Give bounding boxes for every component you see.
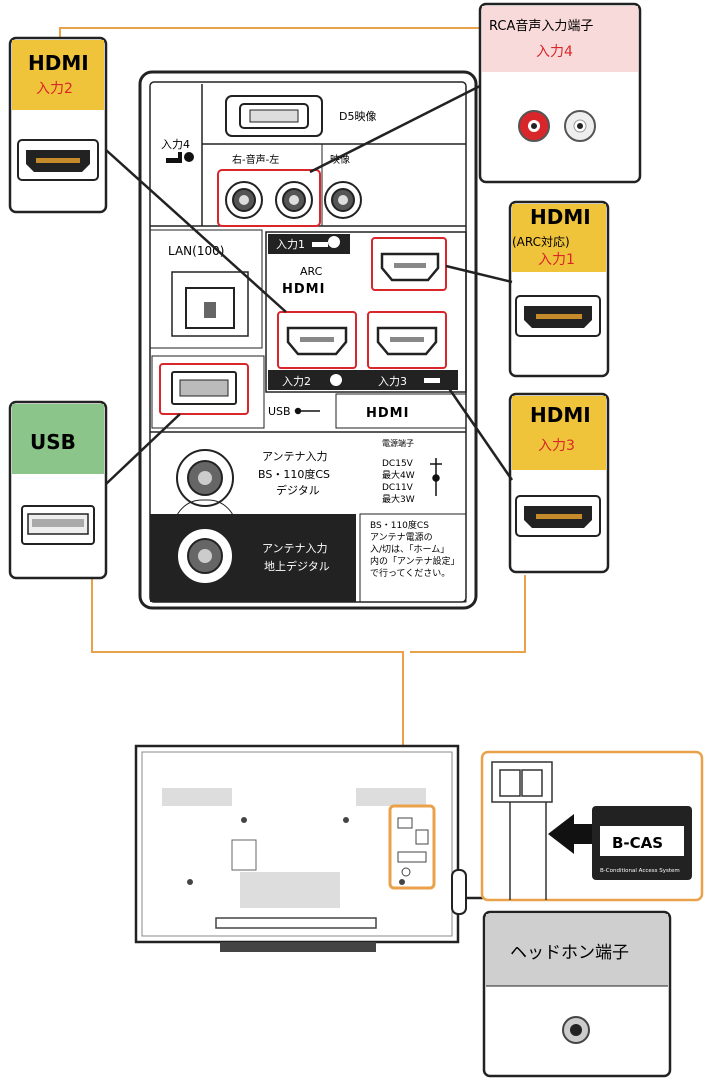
- usb-symbol-icon: [294, 407, 320, 415]
- callout-headphone: [482, 910, 672, 1078]
- input4-label: 入力4: [161, 138, 190, 151]
- antenna-bs-text-1: アンテナ入力: [262, 450, 328, 463]
- insert-arrow-icon: [548, 814, 594, 854]
- callout-usb: [8, 400, 108, 580]
- callout-hdmi1-paren: (ARC対応): [512, 235, 570, 249]
- antenna-bs-text-2: BS・110度CS: [258, 467, 330, 481]
- input1-label: 入力1: [276, 238, 305, 251]
- note-text-3: 入/切は、「ホーム」: [370, 544, 449, 555]
- note-text-1: BS・110度CS: [370, 519, 429, 531]
- power-text-1: 電源端子: [382, 438, 414, 448]
- callout-hdmi3: [508, 392, 610, 574]
- connector-lines: [105, 84, 514, 900]
- hdmi-logo-2: HDMI: [366, 406, 409, 421]
- hdmi3-port: [376, 326, 438, 356]
- plug-icon: [424, 378, 440, 383]
- plug-icon: [312, 236, 340, 248]
- callout-headphone-title: ヘッドホン端子: [510, 943, 629, 963]
- callout-rca-title: RCA音声入力端子: [489, 18, 593, 34]
- hdmi3-highlight: [367, 311, 447, 369]
- callout-usb-title: USB: [30, 430, 76, 454]
- hdmi1-highlight: [371, 237, 447, 291]
- audio-lr-label: 右-音声-左: [232, 153, 279, 166]
- usb-panel-label: USB: [268, 405, 291, 418]
- callout-hdmi1: [508, 200, 610, 378]
- callout-hdmi3-title: HDMI: [530, 403, 591, 427]
- power-text-3: 最大4W: [382, 469, 415, 481]
- power-text-5: 最大3W: [382, 493, 415, 505]
- d5-video-port: [225, 95, 323, 137]
- antenna-terrestrial-connector: [176, 527, 234, 585]
- lan-label: LAN(100): [168, 244, 224, 258]
- bcas-caption: B-Conditional Access System: [600, 868, 680, 874]
- plug-icon: [330, 374, 342, 386]
- antenna-bs-text-3: デジタル: [276, 483, 320, 497]
- headphone-jack-icon: [562, 1016, 590, 1044]
- input2-label: 入力2: [282, 375, 311, 388]
- video-label: 映像: [330, 154, 350, 166]
- tv-rear: [134, 744, 467, 952]
- antenna-t-text-1: アンテナ入力: [262, 542, 328, 555]
- rca-right-jack: [225, 181, 263, 219]
- orange-guide-lines: [59, 27, 526, 805]
- callout-rca: [478, 2, 642, 184]
- input3-label: 入力3: [378, 375, 407, 388]
- note-text-4: 内の「アンテナ設定」: [370, 555, 460, 567]
- rca-left-jack: [275, 181, 313, 219]
- power-text-4: DC11V: [382, 483, 414, 493]
- arc-label: ARC: [300, 265, 323, 278]
- callout-hdmi1-title: HDMI: [530, 205, 591, 229]
- d5-label: D5映像: [339, 110, 376, 123]
- bcas-label: B-CAS: [612, 834, 663, 852]
- polarity-icon: [430, 458, 442, 496]
- power-text-2: DC15V: [382, 459, 414, 469]
- usb-port: [171, 371, 237, 405]
- note-text-5: で行ってください。: [370, 567, 450, 579]
- note-text-2: アンテナ電源の: [370, 532, 433, 543]
- callout-hdmi3-sub: 入力3: [538, 438, 575, 454]
- callout-hdmi2-sub: 入力2: [36, 81, 73, 97]
- callout-hdmi1-sub: 入力1: [538, 252, 575, 268]
- tv-terminal-highlight: [388, 804, 436, 890]
- hdmi1-port: [380, 252, 440, 282]
- bcas-card: [592, 806, 692, 880]
- hdmi2-highlight: [277, 311, 357, 369]
- antenna-t-text-2: 地上デジタル: [264, 559, 330, 573]
- lan-port: [171, 271, 249, 337]
- hdmi2-port: [286, 326, 348, 356]
- callout-hdmi2-title: HDMI: [28, 51, 89, 75]
- usb-highlight: [159, 363, 249, 415]
- rca-audio-highlight: [217, 169, 321, 227]
- hdmi-logo: HDMI: [282, 282, 325, 297]
- video-jack: [324, 181, 362, 219]
- antenna-bs-connector: [176, 449, 234, 507]
- callout-hdmi2: [8, 36, 108, 214]
- callout-rca-sub: 入力4: [536, 44, 573, 60]
- plug-icon: [166, 152, 194, 163]
